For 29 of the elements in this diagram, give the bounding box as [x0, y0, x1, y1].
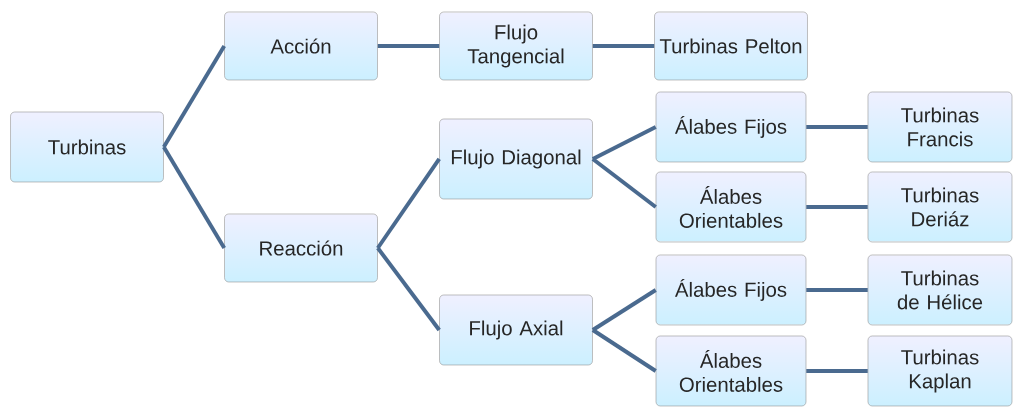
connector-line	[376, 157, 441, 250]
connector-line	[806, 125, 868, 129]
category-box: Álabes Orientables	[655, 335, 807, 407]
connector-line	[377, 44, 440, 48]
connector-line	[806, 369, 868, 373]
category-box: Turbinas Deriáz	[867, 171, 1013, 243]
connector-line	[592, 44, 655, 48]
connector-line	[591, 157, 657, 209]
category-box: Álabes Orientables	[655, 171, 807, 243]
category-box: Flujo Diagonal	[439, 118, 593, 200]
connector-line	[376, 246, 441, 332]
connector-line	[806, 288, 868, 292]
category-box: Flujo Tangencial	[439, 11, 593, 81]
connector-line	[591, 125, 657, 161]
category-box: Álabes Fijos	[655, 91, 807, 163]
category-box: Acción	[224, 11, 378, 81]
category-box: Flujo Axial	[439, 294, 593, 366]
connector-line	[806, 205, 868, 209]
connector-line	[591, 328, 657, 373]
category-box: Álabes Fijos	[655, 254, 807, 326]
connector-line	[591, 288, 657, 332]
connector-line	[162, 45, 226, 148]
category-box: Turbinas Kaplan	[867, 335, 1013, 407]
category-box: Reacción	[224, 213, 378, 283]
category-box: Turbinas de Hélice	[867, 254, 1013, 326]
category-box: Turbinas	[10, 111, 164, 183]
connector-line	[162, 146, 226, 249]
category-box: Turbinas Francis	[867, 91, 1013, 163]
category-box: Turbinas Pelton	[654, 11, 808, 81]
